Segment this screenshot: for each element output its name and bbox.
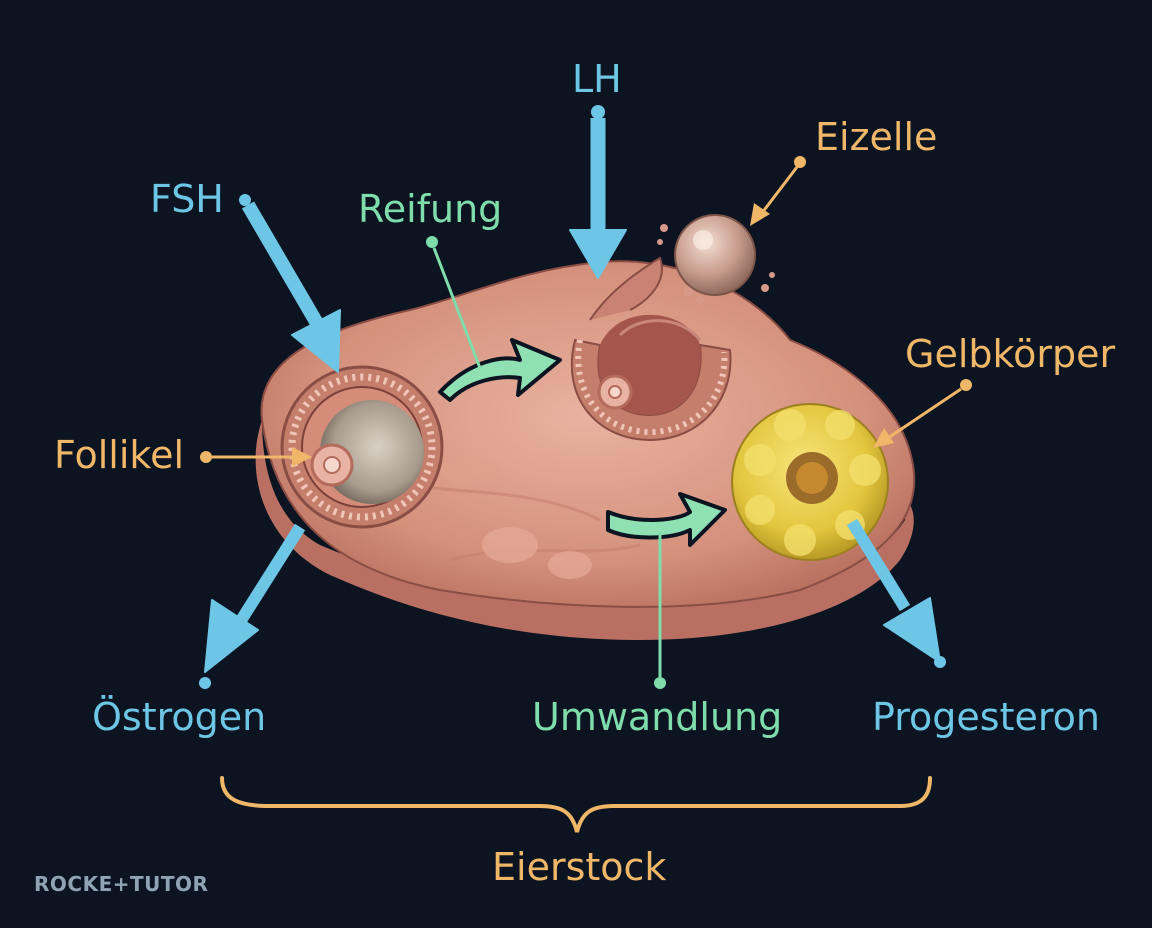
fsh-arrow [239,194,341,373]
lh-arrow [569,105,627,279]
ruptured-follicle [570,256,732,442]
ovary-brace [220,776,932,833]
label-eierstock: Eierstock [492,845,667,889]
label-gelbkoerper: Gelbkörper [905,332,1116,376]
reifung-pointer [426,236,482,369]
maturation-arrow [438,338,562,402]
follicle [280,365,444,529]
label-reifung: Reifung [358,187,503,231]
label-eizelle: Eizelle [815,115,938,159]
progesteron-arrow [846,518,946,668]
label-fsh: FSH [150,177,224,221]
label-follikel: Follikel [54,433,185,477]
label-oestrogen: Östrogen [92,695,267,739]
released-egg [657,214,775,304]
follikel-pointer [200,447,312,467]
corpus-luteum [731,403,889,561]
oestrogen-arrow [199,523,306,689]
conversion-arrow [606,492,727,547]
gelbkoerper-pointer [873,379,972,448]
brand-logo: ROCKE+TUTOR [34,872,209,896]
label-umwandlung: Umwandlung [532,695,783,739]
label-progesteron: Progesteron [872,695,1100,739]
eizelle-pointer [750,156,806,226]
umwandlung-pointer [654,532,666,689]
label-lh: LH [572,57,622,101]
